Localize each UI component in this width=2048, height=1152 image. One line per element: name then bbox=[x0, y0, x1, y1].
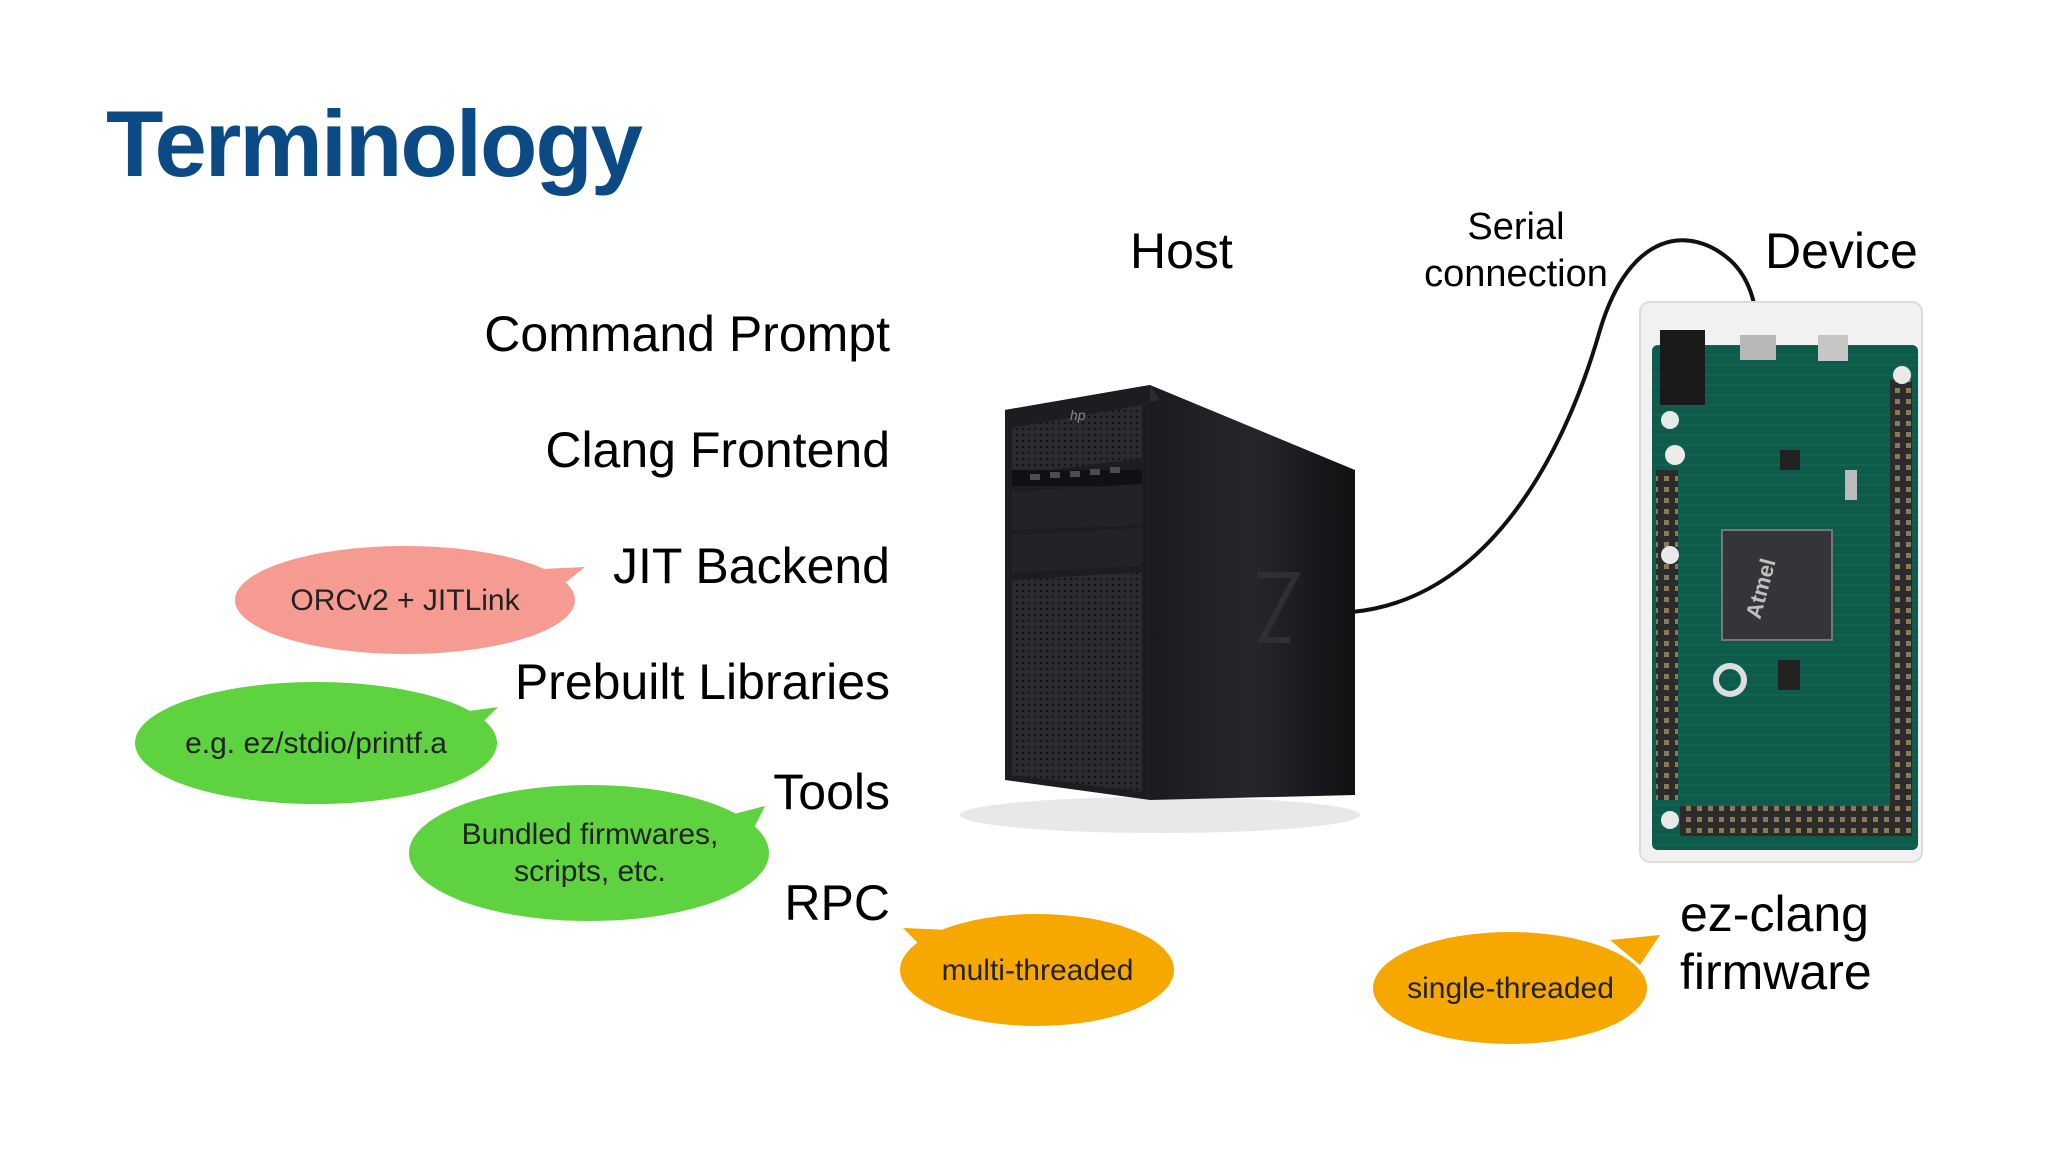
bubble-libs-text: e.g. ez/stdio/printf.a bbox=[185, 726, 447, 760]
term-tools: Tools bbox=[773, 764, 890, 820]
bubble-tools-line1: Bundled firmwares, bbox=[461, 818, 719, 851]
host-label: Host bbox=[1130, 223, 1233, 279]
bubble-rpc bbox=[900, 914, 1174, 1026]
bubble-rpc-text: multi-threaded bbox=[941, 953, 1134, 987]
bubble-tools bbox=[409, 785, 769, 921]
serial-cable bbox=[1351, 238, 1760, 614]
term-jit-backend: JIT Backend bbox=[612, 538, 890, 594]
serial-label-line1: Serial bbox=[1467, 206, 1565, 248]
firmware-label: ez-clang firmware bbox=[1680, 885, 1872, 1001]
serial-label-line2: connection bbox=[1424, 253, 1608, 295]
arduino-due-board-icon: Atmel bbox=[1639, 301, 1923, 863]
term-prebuilt-libraries: Prebuilt Libraries bbox=[514, 654, 890, 710]
svg-text:hp: hp bbox=[1070, 407, 1086, 423]
bubble-device-text: single-threaded bbox=[1407, 971, 1614, 1005]
bubble-tools-line2: scripts, etc. bbox=[514, 855, 666, 888]
bubble-tools-text: Bundled firmwares, scripts, etc. bbox=[420, 815, 760, 891]
workstation-tower-icon: hp bbox=[960, 385, 1360, 833]
bubble-jit-text: ORCv2 + JITLink bbox=[290, 583, 520, 617]
bubble-jit bbox=[235, 546, 585, 654]
device-label: Device bbox=[1765, 223, 1918, 279]
bubble-libs bbox=[135, 682, 498, 804]
firmware-label-line1: ez-clang bbox=[1680, 886, 1869, 942]
term-clang-frontend: Clang Frontend bbox=[545, 422, 890, 478]
bubble-device bbox=[1373, 932, 1660, 1044]
slide-title: Terminology bbox=[106, 91, 643, 196]
term-command-prompt: Command Prompt bbox=[484, 306, 890, 362]
firmware-label-line2: firmware bbox=[1680, 944, 1872, 1000]
term-rpc: RPC bbox=[784, 875, 890, 931]
serial-connection-label: Serial connection bbox=[1412, 204, 1620, 298]
